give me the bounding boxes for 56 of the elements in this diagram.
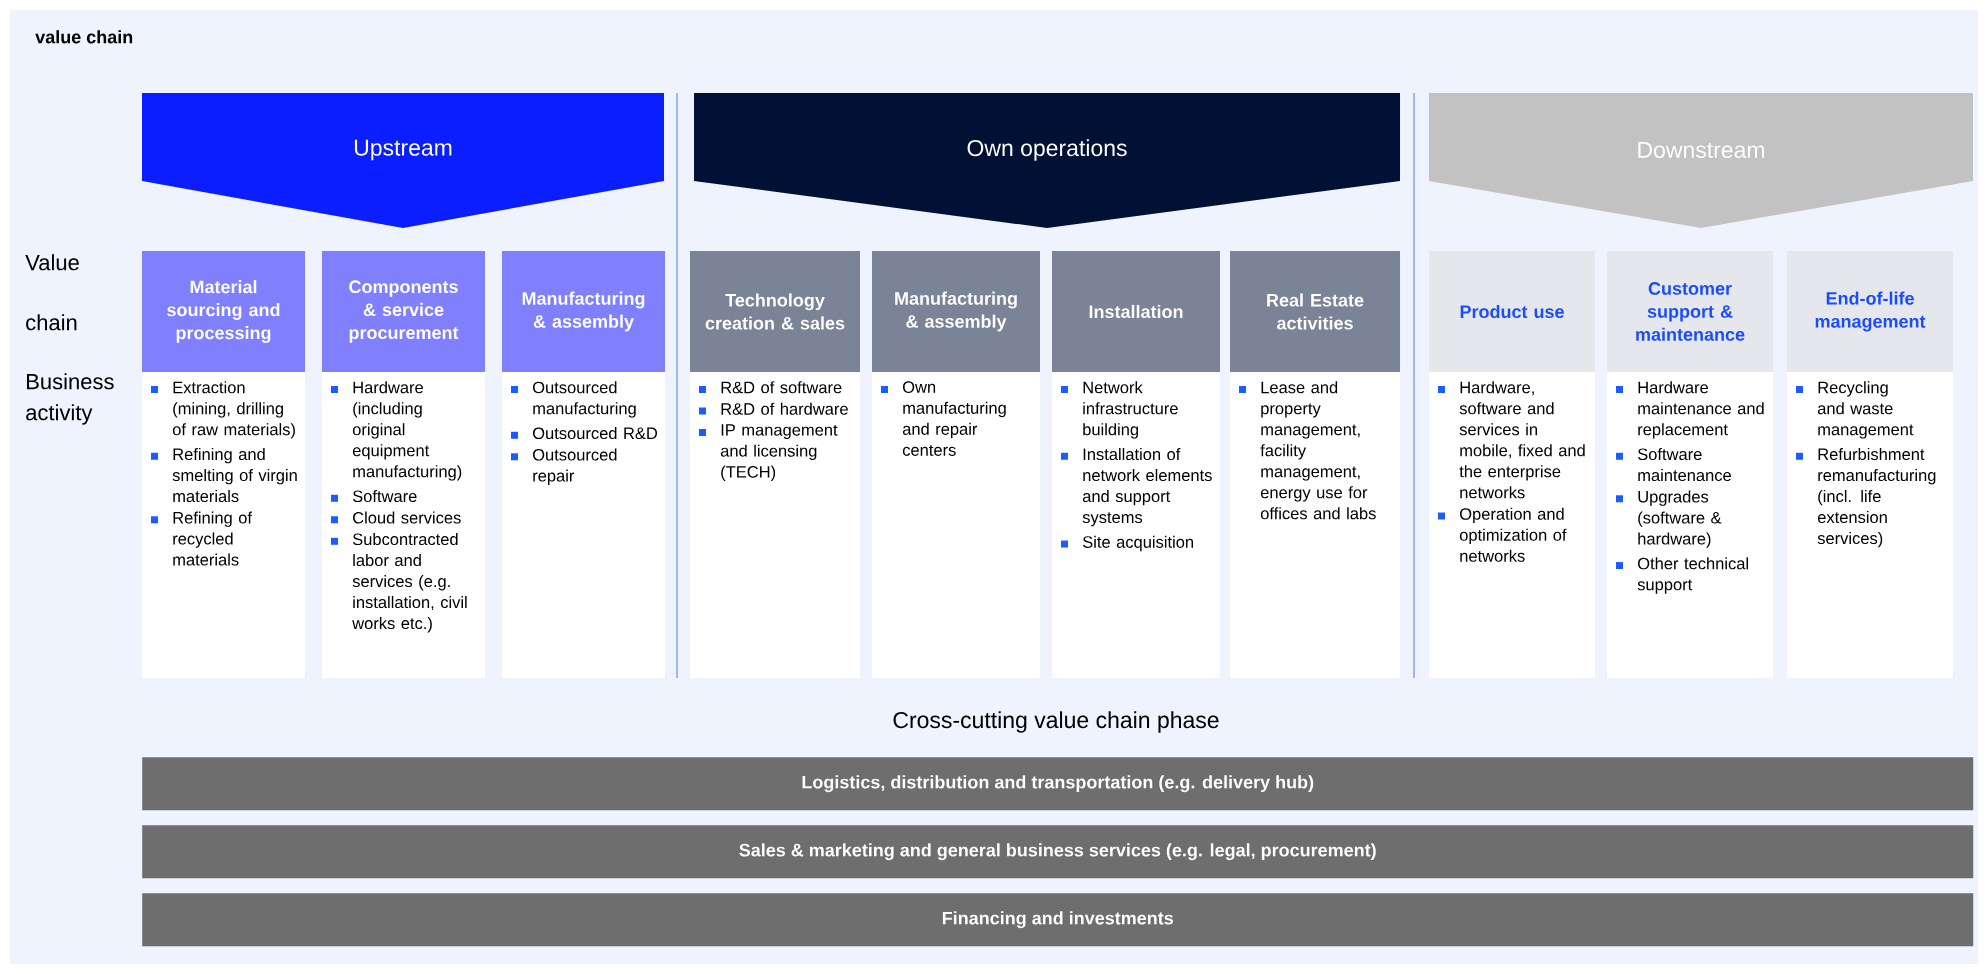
row-label: Value chain xyxy=(25,254,79,331)
bullet-item: Cloud services xyxy=(331,511,461,524)
phase-bar: Logistics, distribution and transportation (e.g. delivery hub) xyxy=(142,757,1974,811)
column-heading: Manufacturing & assembly xyxy=(522,291,645,332)
section-heading: Cross-cutting value chain phase xyxy=(893,711,1219,733)
column-heading: Manufacturing & assembly xyxy=(895,291,1017,332)
bullet-item: Software maintenance xyxy=(1616,448,1731,482)
bullet-item: R&D of hardware xyxy=(699,402,848,415)
chevron-banner: Downstream xyxy=(1429,93,1973,228)
bullet-item: Upgrades (software & hardware) xyxy=(1616,490,1722,548)
phase-bar: Sales & marketing and general business services (e.g. legal, procurement) xyxy=(142,825,1974,879)
column-heading: Components & service procurement xyxy=(349,280,459,343)
bullet-item: Operation and optimization of networks xyxy=(1438,507,1567,562)
column-heading: Technology creation & sales xyxy=(705,293,845,330)
title: value chain xyxy=(35,30,133,44)
bullet-item: Refining and smelting of virgin materials xyxy=(151,448,297,503)
chevron-banner: Own operations xyxy=(694,93,1400,228)
column-card xyxy=(142,251,305,678)
column-card xyxy=(322,251,485,678)
column-heading: Installation xyxy=(1089,304,1183,319)
column-heading: Product use xyxy=(1460,304,1564,319)
column-heading: Real Estate activities xyxy=(1267,293,1364,330)
bullet-item: Refining of recycled materials xyxy=(151,511,252,566)
column-heading: End-of-life management xyxy=(1815,291,1926,332)
bullet-item: Extraction (mining, drilling of raw materials) xyxy=(151,381,295,439)
bullet-item: Outsourced repair xyxy=(511,448,617,485)
bullet-item: Recycling and waste management xyxy=(1796,381,1914,439)
column-heading: Material sourcing and processing xyxy=(167,280,280,343)
column-card xyxy=(872,251,1040,678)
column-card xyxy=(1052,251,1220,678)
column-card xyxy=(1787,251,1954,678)
bullet-item: Hardware, software and services in mobile, fixed and the enterprise networks xyxy=(1438,381,1585,499)
column-card xyxy=(1607,251,1773,678)
phase-bar: Financing and investments xyxy=(142,893,1974,947)
column-card xyxy=(690,251,860,678)
bullet-item: Site acquisition xyxy=(1061,535,1193,552)
chevron-banner: Upstream xyxy=(142,93,664,228)
bullet-item: IP management and licensing (TECH) xyxy=(699,424,838,481)
row-label: Business activity xyxy=(26,373,114,425)
bullet-item: Refurbishment remanufacturing (incl. life extension services) xyxy=(1796,448,1936,548)
bullet-item: Lease and property management, facility management, energy use for offices and labs xyxy=(1239,381,1376,520)
bullet-item: Outsourced R&D xyxy=(511,427,658,440)
bullet-item: Software xyxy=(331,490,417,503)
bullet-item: Other technical support xyxy=(1616,557,1748,594)
bullet-item: Network infrastructure building xyxy=(1061,381,1178,439)
column-heading: Customer support & maintenance xyxy=(1636,282,1745,341)
bullet-item: Hardware maintenance and replacement xyxy=(1616,381,1764,439)
bullet-item: R&D of software xyxy=(699,381,842,394)
bullet-item: Installation of network elements and support systems xyxy=(1061,448,1212,527)
column-card xyxy=(1429,251,1595,678)
column-card xyxy=(1230,251,1400,678)
bullet-item: Hardware (including original equipment manufacturing) xyxy=(331,381,462,481)
column-card xyxy=(502,251,665,678)
bullet-item: Own manufacturing and repair centers xyxy=(881,381,1006,456)
bullet-item: Subcontracted labor and services (e.g. installation, civil works etc.) xyxy=(331,533,467,633)
bullet-item: Outsourced manufacturing xyxy=(511,381,636,418)
